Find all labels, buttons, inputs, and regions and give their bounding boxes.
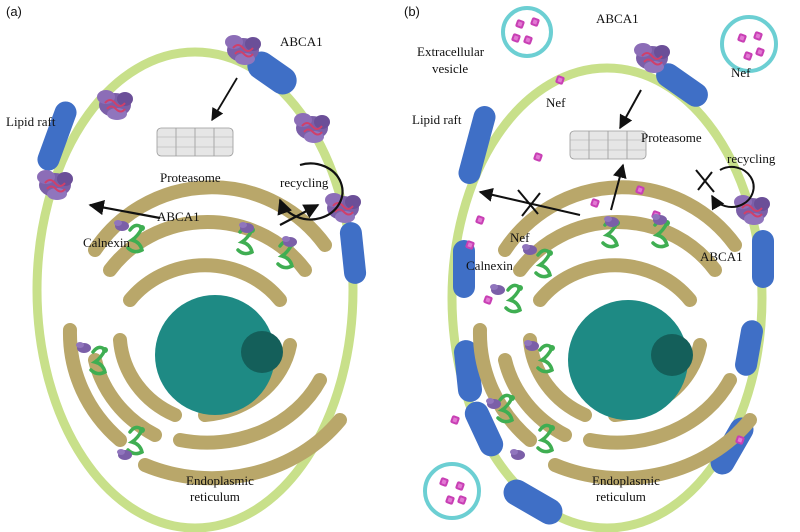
label-ev-line2: vesicle [432,61,468,76]
nucleolus-a [241,331,283,373]
proteasome-b [569,130,647,160]
label-abca1-top-b: ABCA1 [596,11,639,26]
nucleolus-b [651,334,693,376]
label-nef-mid: Nef [546,95,566,110]
panel-a: (a) [6,4,367,532]
label-abca1-mid-a: ABCA1 [157,209,200,224]
label-calnexin-b: Calnexin [466,258,513,273]
label-lipid-raft-b: Lipid raft [412,112,462,127]
panel-a-tag: (a) [6,4,22,19]
label-recycling-b: recycling [727,151,776,166]
label-er-line2-a: reticulum [190,489,240,504]
label-er-line1-b: Endoplasmic [592,473,660,488]
label-abca1-top-a: ABCA1 [280,34,323,49]
label-recycling-a: recycling [280,175,329,190]
label-proteasome-a: Proteasome [160,170,221,185]
label-lipid-raft-a: Lipid raft [6,114,56,129]
extracellular-vesicles [423,6,778,520]
lipid-rafts-a [37,51,367,284]
label-er-line1-a: Endoplasmic [186,473,254,488]
panel-b-tag: (b) [404,4,420,19]
proteasome-a [156,127,234,157]
cell-membrane-a [32,47,358,532]
label-abca1-right-b: ABCA1 [700,249,743,264]
nucleus-a [155,295,275,415]
label-ev-line1: Extracellular [417,44,485,59]
label-er-line2-b: reticulum [596,489,646,504]
label-proteasome-b: Proteasome [641,130,702,145]
nucleus-b [568,300,688,420]
label-calnexin-a: Calnexin [83,235,130,250]
arrows-b [478,89,755,217]
label-nef-top-right: Nef [731,65,751,80]
label-nef-er: Nef [510,230,530,245]
panel-b: (b) [404,4,778,532]
arrows-a [88,77,344,226]
cell-membrane-b [447,63,767,532]
